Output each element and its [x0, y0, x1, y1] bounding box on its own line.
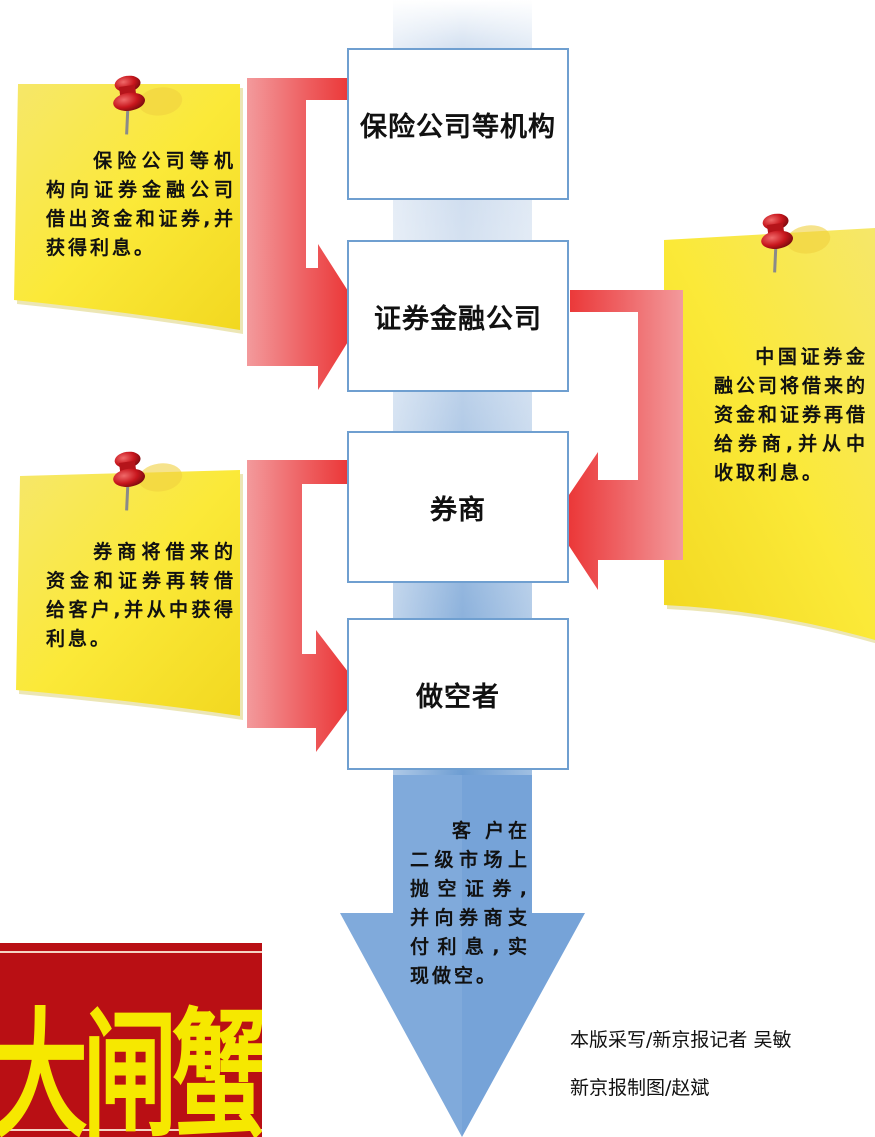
red-arrow-finance-to-broker — [552, 290, 683, 590]
credit-reporter: 本版采写/新京报记者 吴敏 — [570, 1029, 792, 1051]
box-finance: 证券金融公司 — [347, 240, 569, 392]
box-insurer: 保险公司等机构 — [347, 48, 569, 200]
pushpin-icon — [113, 75, 183, 135]
banner-title: 大闸蟹 — [0, 994, 262, 1137]
note-insurer-text: 保险公司等机构向证券金融公司借出资金和证券,并获得利息。 — [46, 150, 236, 259]
box-insurer-label: 保险公司等机构 — [360, 111, 556, 143]
sticky-note-broker — [16, 470, 243, 720]
note-finance-text: 中国证券金融公司将借来的资金和证券再借给券商,并从中收取利息。 — [714, 346, 869, 484]
headline-banner: 大闸蟹 — [0, 943, 262, 1137]
sticky-note-insurer — [14, 84, 243, 334]
box-broker-label: 券商 — [430, 494, 486, 526]
red-arrow-broker-to-shortseller — [247, 460, 362, 752]
red-arrow-insurer-to-finance — [247, 78, 364, 390]
box-shortseller: 做空者 — [347, 618, 569, 770]
flow-arrowhead — [340, 775, 585, 1137]
pushpin-icon — [761, 213, 831, 273]
box-finance-label: 证券金融公司 — [374, 303, 542, 335]
credit-graphic: 新京报制图/赵斌 — [570, 1077, 710, 1099]
sticky-note-finance — [664, 228, 875, 644]
box-broker: 券商 — [347, 431, 569, 583]
pushpin-icon — [113, 451, 183, 511]
note-client-text: 客 户在二级市场上抛空证券,并向券商支付利息,实现做空。 — [410, 820, 530, 987]
box-shortseller-label: 做空者 — [416, 681, 500, 713]
note-broker-text: 券商将借来的资金和证券再转借给客户,并从中获得利息。 — [46, 541, 236, 650]
